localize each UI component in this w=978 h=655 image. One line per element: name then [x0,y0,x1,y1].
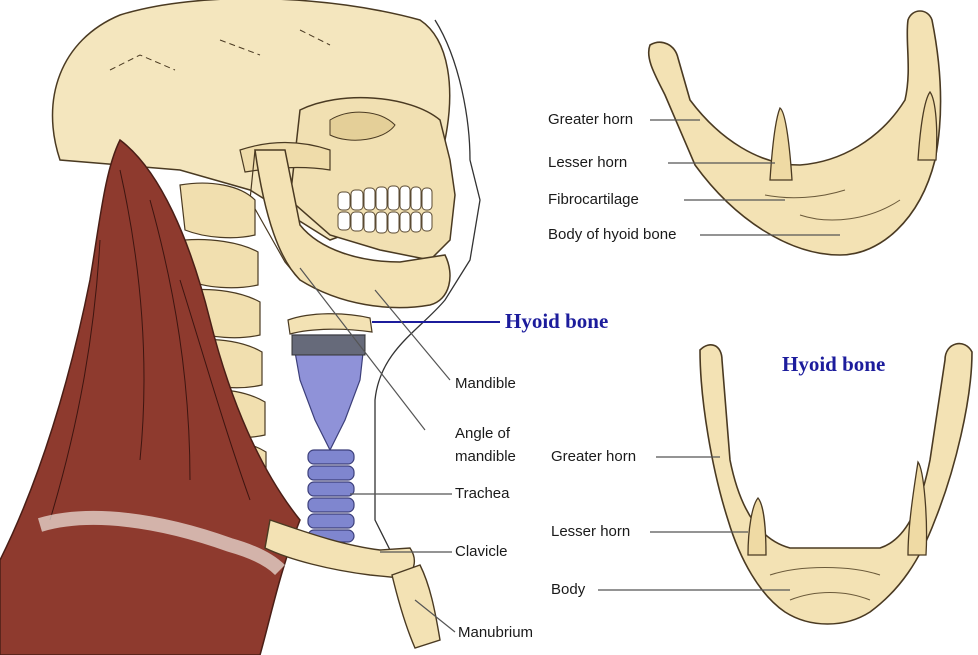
lateral-hyoid-bone [649,11,941,255]
superior-view-title: Hyoid bone [782,352,885,377]
lateral-lesser-horn [770,108,792,180]
superior-lesser-horn-left [748,498,766,555]
superior-hyoid-bone [700,344,972,624]
lateral-hyoid-illustration [649,11,941,255]
hyoid-in-neck [288,314,372,334]
label-superior-greater-horn: Greater horn [551,448,636,466]
label-manubrium: Manubrium [458,624,533,642]
neck-view-illustration [0,0,480,655]
label-lateral-lesser-horn: Lesser horn [548,154,627,172]
neck-view-title: Hyoid bone [505,309,608,334]
label-superior-body: Body [551,581,585,599]
manubrium-bone [392,565,440,648]
label-fibrocartilage: Fibrocartilage [548,191,639,209]
label-superior-lesser-horn: Lesser horn [551,523,630,541]
label-trachea: Trachea [455,485,509,503]
clavicle-bone [265,520,414,578]
label-angle-of-mandible-line2: mandible [455,448,516,466]
trachea-rings [308,450,354,542]
superior-lesser-horn-right [908,462,927,555]
label-angle-of-mandible-line1: Angle of [455,425,510,443]
superior-hyoid-illustration [700,344,972,624]
label-mandible: Mandible [455,375,516,393]
label-lateral-greater-horn: Greater horn [548,111,633,129]
label-body-of-hyoid: Body of hyoid bone [548,226,676,244]
label-clavicle: Clavicle [455,543,508,561]
